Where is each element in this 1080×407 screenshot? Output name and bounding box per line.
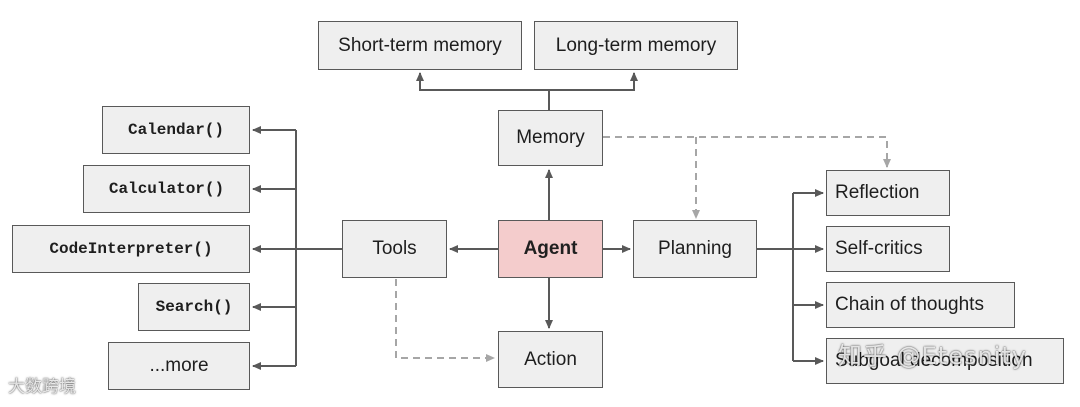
self-critics-box: Self-critics [826, 226, 950, 272]
planning-label: Planning [658, 238, 732, 259]
tools-to-action-dashed-arrow [395, 279, 495, 362]
tools-label: Tools [372, 238, 417, 259]
long-term-memory-label: Long-term memory [555, 34, 717, 56]
calendar-tool-label: Calendar() [127, 121, 224, 139]
more-tools-box: ...more [108, 342, 250, 390]
action-box: Action [498, 331, 603, 388]
zhihu-watermark: 知乎 @Etesnity [838, 336, 1027, 371]
dashu-watermark-text: 大数跨境 [8, 377, 76, 397]
chain-of-thoughts-label: Chain of thoughts [835, 294, 984, 315]
calendar-tool-box: Calendar() [102, 106, 250, 154]
tools-to-functions-connector [252, 126, 342, 370]
reflection-box: Reflection [826, 170, 950, 216]
planning-to-strategies-connector [757, 189, 824, 365]
short-term-memory-box: Short-term memory [318, 21, 522, 70]
memory-to-storage-connector [416, 72, 638, 110]
short-term-memory-label: Short-term memory [338, 34, 502, 56]
search-tool-box: Search() [138, 283, 250, 331]
agent-label: Agent [523, 238, 578, 259]
agent-box: Agent [498, 220, 603, 278]
subgoal-decomposition-box: Subgoal decomposition [826, 338, 1064, 384]
search-tool-label: Search() [155, 298, 233, 316]
action-label: Action [524, 348, 577, 370]
memory-dashed-connector [603, 136, 891, 219]
calculator-tool-label: Calculator() [108, 180, 225, 198]
dashu-watermark: 大数跨境 [8, 372, 76, 397]
more-tools-label: ...more [149, 355, 209, 376]
zhihu-watermark-text: 知乎 @Etesnity [838, 342, 1027, 370]
memory-label: Memory [516, 127, 585, 148]
code-interpreter-tool-box: CodeInterpreter() [12, 225, 250, 273]
planning-box: Planning [633, 220, 757, 278]
chain-of-thoughts-box: Chain of thoughts [826, 282, 1015, 328]
calculator-tool-box: Calculator() [83, 165, 250, 213]
tools-box: Tools [342, 220, 447, 278]
self-critics-label: Self-critics [835, 238, 923, 259]
memory-box: Memory [498, 110, 603, 166]
long-term-memory-box: Long-term memory [534, 21, 738, 70]
subgoal-decomposition-label: Subgoal decomposition [835, 350, 1033, 371]
code-interpreter-tool-label: CodeInterpreter() [49, 240, 213, 258]
reflection-label: Reflection [835, 182, 920, 203]
